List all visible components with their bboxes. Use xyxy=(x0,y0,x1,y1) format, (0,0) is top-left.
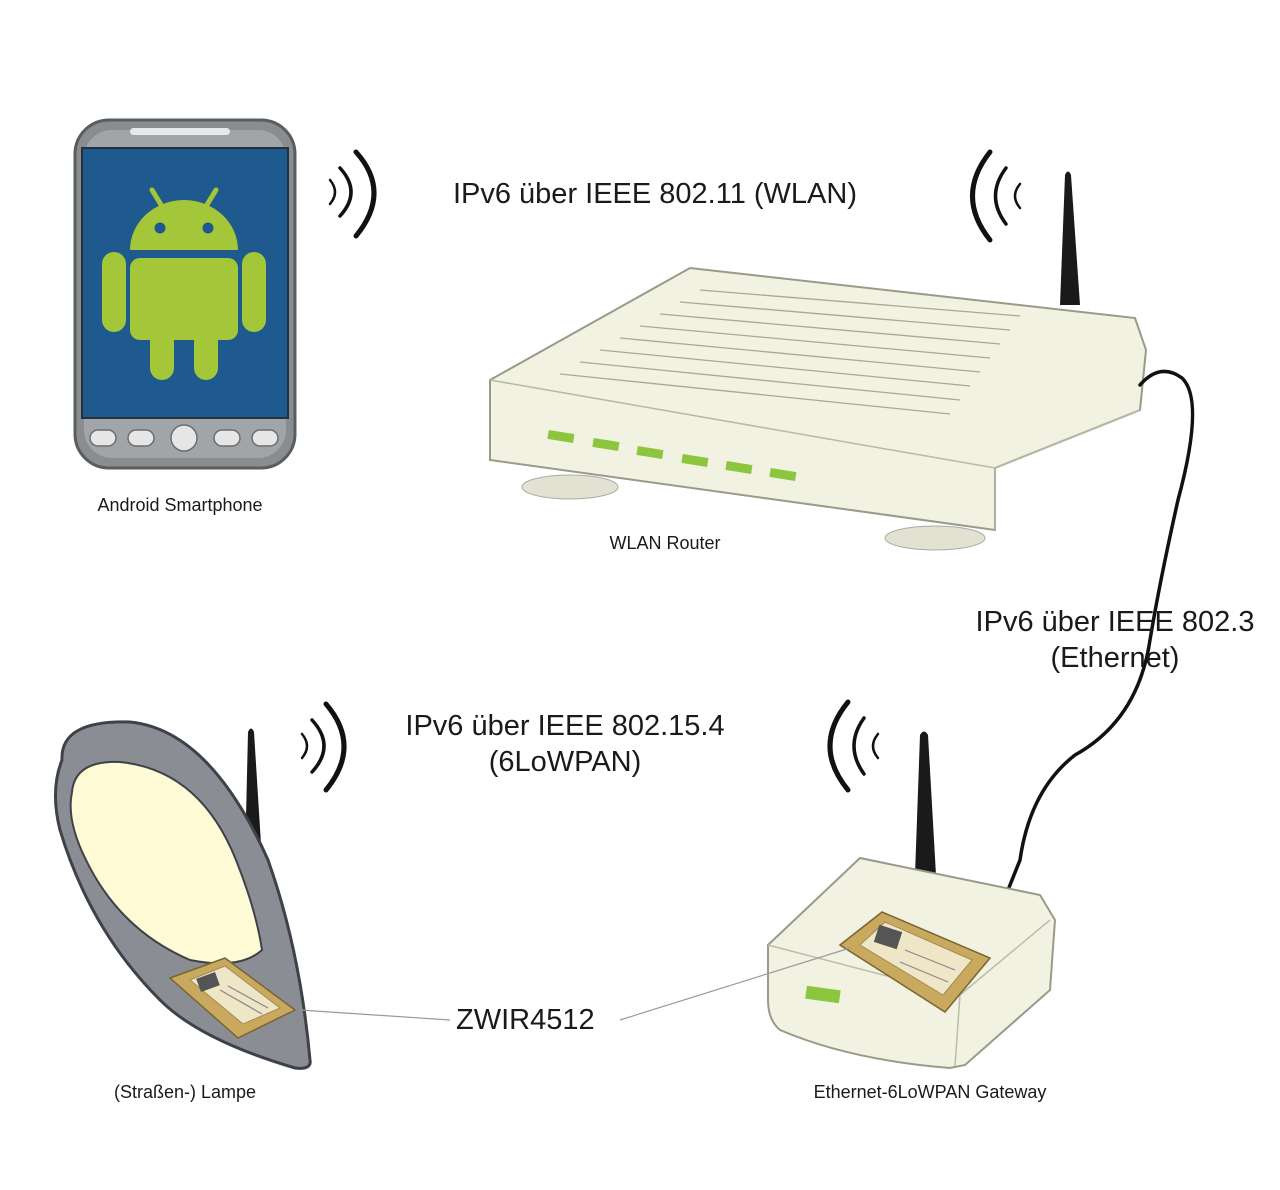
label-router: WLAN Router xyxy=(609,533,721,553)
lamp-zwir-module xyxy=(168,957,297,1039)
label-lowpan-line2: (6LoWPAN) xyxy=(488,746,642,778)
wifi-waves-router-icon xyxy=(970,149,1022,243)
wlan-router xyxy=(489,171,1148,551)
gateway-zwir-module xyxy=(838,911,992,1013)
wifi-waves-gateway-icon xyxy=(827,699,880,793)
module-leader-lines xyxy=(299,947,851,1021)
router-leds xyxy=(547,430,797,481)
wifi-waves-phone-icon xyxy=(328,149,377,239)
ethernet-cable xyxy=(1006,369,1195,892)
ethernet-6lowpan-gateway xyxy=(767,731,1057,1070)
label-ethernet-line1: IPv6 über IEEE 802.3 xyxy=(975,606,1255,638)
android-robot-icon xyxy=(102,187,266,380)
android-smartphone xyxy=(73,118,297,470)
label-ethernet-line2: (Ethernet) xyxy=(1050,642,1180,674)
label-wlan-protocol: IPv6 über IEEE 802.11 (WLAN) xyxy=(452,178,858,210)
label-smartphone: Android Smartphone xyxy=(97,495,263,515)
street-lamp xyxy=(53,720,312,1070)
label-zwir-module: ZWIR4512 xyxy=(456,1004,595,1036)
label-lowpan-line1: IPv6 über IEEE 802.15.4 xyxy=(405,710,725,742)
wifi-waves-lamp-icon xyxy=(300,701,347,793)
router-vents xyxy=(559,289,1021,415)
label-ethernet-protocol: IPv6 über IEEE 802.3 (Ethernet) xyxy=(960,604,1270,676)
label-gateway: Ethernet-6LoWPAN Gateway xyxy=(813,1082,1047,1102)
label-lowpan-protocol: IPv6 über IEEE 802.15.4 (6LoWPAN) xyxy=(385,708,745,780)
phone-buttons xyxy=(89,424,279,452)
label-lamp: (Straßen-) Lampe xyxy=(113,1082,257,1102)
